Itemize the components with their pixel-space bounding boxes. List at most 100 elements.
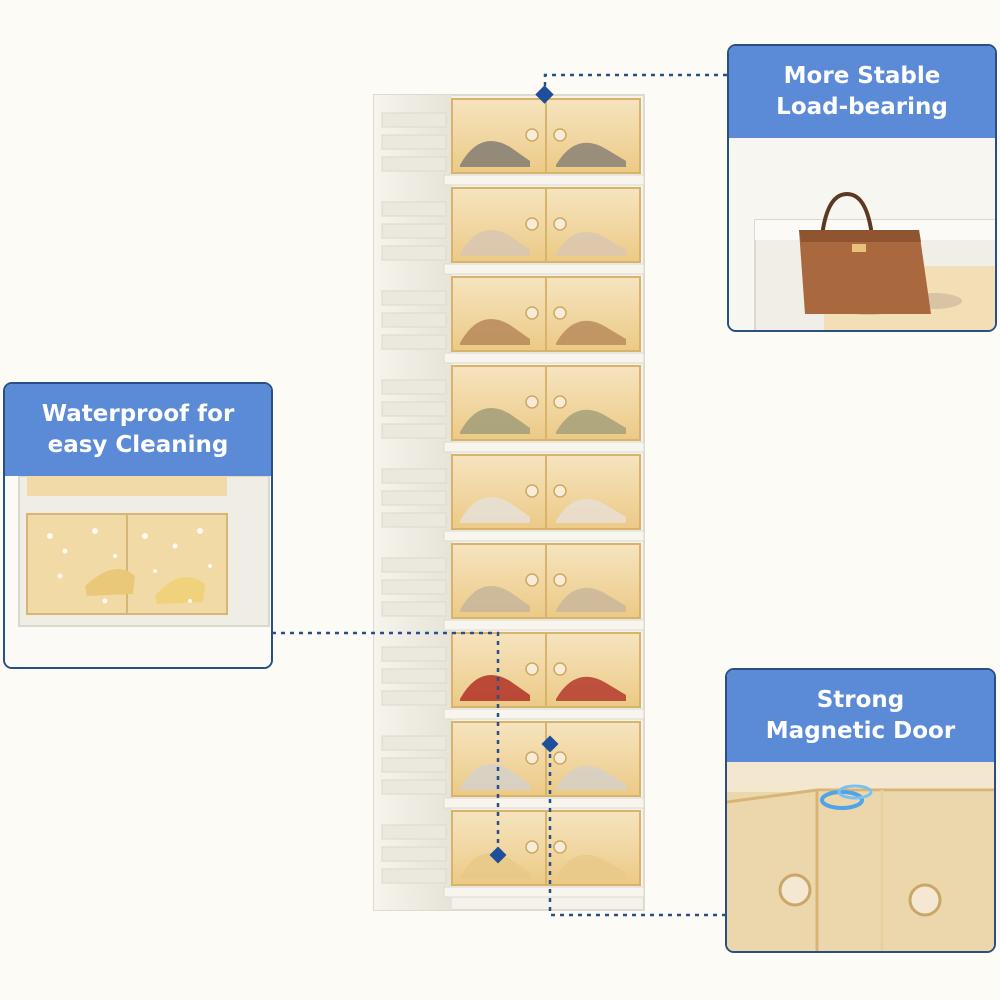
- leader-line-load-bearing: [543, 73, 728, 95]
- side-slat: [381, 735, 447, 751]
- shoe-shape: [460, 675, 530, 701]
- magnetic-door-photo: [727, 762, 994, 951]
- side-slat: [381, 423, 447, 439]
- door-hole: [525, 751, 539, 765]
- shelf-board: [443, 886, 645, 898]
- side-slat: [381, 468, 447, 484]
- side-slat: [381, 868, 447, 884]
- shoe-shape: [556, 765, 626, 790]
- side-slat: [381, 379, 447, 395]
- door-hole-right: [908, 883, 942, 917]
- side-slat: [381, 334, 447, 350]
- shoe-shape: [460, 586, 530, 612]
- shoe-shape: [460, 141, 530, 167]
- shoe-shapes: [85, 568, 205, 604]
- callout-waterproof-line2: easy Cleaning: [47, 432, 229, 458]
- callout-magnetic-line2: Magnetic Door: [765, 718, 956, 744]
- shoe-shape: [460, 408, 530, 434]
- shoe-shape: [460, 764, 530, 790]
- door-hole: [525, 128, 539, 142]
- shoe-shape: [460, 497, 530, 523]
- side-slat: [381, 846, 447, 862]
- shoe-shape: [556, 231, 626, 256]
- door-hole: [553, 840, 567, 854]
- shelf-board: [443, 352, 645, 364]
- callout-magnetic: Strong Magnetic Door: [725, 668, 996, 953]
- shoe-shape: [556, 498, 626, 523]
- door-hole: [525, 217, 539, 231]
- side-slat: [381, 601, 447, 617]
- door-hole: [553, 306, 567, 320]
- door-hole: [525, 306, 539, 320]
- door-hole: [553, 395, 567, 409]
- callout-magnetic-line1: Strong: [816, 687, 905, 713]
- leader-line-magnetic: [548, 745, 726, 917]
- door-hole: [553, 484, 567, 498]
- side-slat: [381, 490, 447, 506]
- door-hole: [553, 751, 567, 765]
- callout-waterproof-header: Waterproof for easy Cleaning: [5, 384, 271, 476]
- shoe-cabinet-illustration: [373, 94, 645, 911]
- side-slat: [381, 646, 447, 662]
- callout-magnetic-header: Strong Magnetic Door: [727, 670, 994, 762]
- leader-line-waterproof: [272, 631, 500, 855]
- shelf-board: [443, 263, 645, 275]
- side-slat: [381, 201, 447, 217]
- shelf-board: [443, 708, 645, 720]
- callout-waterproof-line1: Waterproof for: [41, 401, 235, 427]
- shelf-board: [443, 441, 645, 453]
- shoe-shape: [460, 319, 530, 345]
- side-slat: [381, 134, 447, 150]
- side-slat: [381, 690, 447, 706]
- shelf-board: [443, 530, 645, 542]
- side-slat: [381, 668, 447, 684]
- leader-marker-magnetic: [541, 735, 559, 753]
- door-hole: [553, 573, 567, 587]
- door-hole: [525, 395, 539, 409]
- side-slat: [381, 290, 447, 306]
- leader-marker-load-bearing: [535, 85, 554, 104]
- shelf-board: [443, 797, 645, 809]
- door-hole: [553, 128, 567, 142]
- shoe-shape: [556, 587, 626, 612]
- shelf-board: [443, 174, 645, 186]
- shoe-shape: [556, 676, 626, 701]
- callout-load-bearing-header: More Stable Load-bearing: [729, 46, 995, 138]
- door-hole: [525, 840, 539, 854]
- shelf-board: [443, 619, 645, 631]
- side-slat: [381, 557, 447, 573]
- side-slat: [381, 112, 447, 128]
- callout-load-bearing-line2: Load-bearing: [776, 94, 948, 120]
- leader-marker-waterproof: [489, 846, 507, 864]
- shoe-shape: [556, 854, 626, 879]
- shoe-shape: [460, 230, 530, 256]
- callout-load-bearing: More Stable Load-bearing: [727, 44, 997, 332]
- side-slat: [381, 223, 447, 239]
- side-slat: [381, 779, 447, 795]
- door-hole: [525, 662, 539, 676]
- side-slat: [381, 401, 447, 417]
- door-hole: [525, 573, 539, 587]
- waterproof-photo: [5, 476, 271, 667]
- handbag-icon: [799, 191, 931, 314]
- side-slat: [381, 757, 447, 773]
- side-slat: [381, 312, 447, 328]
- shoe-shape: [556, 320, 626, 345]
- load-bearing-photo: [729, 138, 995, 330]
- side-slat: [381, 824, 447, 840]
- water-droplet-icon: [47, 528, 212, 604]
- shoe-shape: [460, 853, 530, 879]
- callout-waterproof: Waterproof for easy Cleaning: [3, 382, 273, 669]
- door-hole: [525, 484, 539, 498]
- door-hole: [553, 217, 567, 231]
- shoe-shape: [556, 142, 626, 167]
- side-slat: [381, 579, 447, 595]
- shoe-shape: [556, 409, 626, 434]
- door-hole: [553, 662, 567, 676]
- side-slat: [381, 245, 447, 261]
- magnet-icon: [820, 784, 873, 810]
- callout-load-bearing-line1: More Stable: [783, 63, 941, 89]
- side-slat: [381, 512, 447, 528]
